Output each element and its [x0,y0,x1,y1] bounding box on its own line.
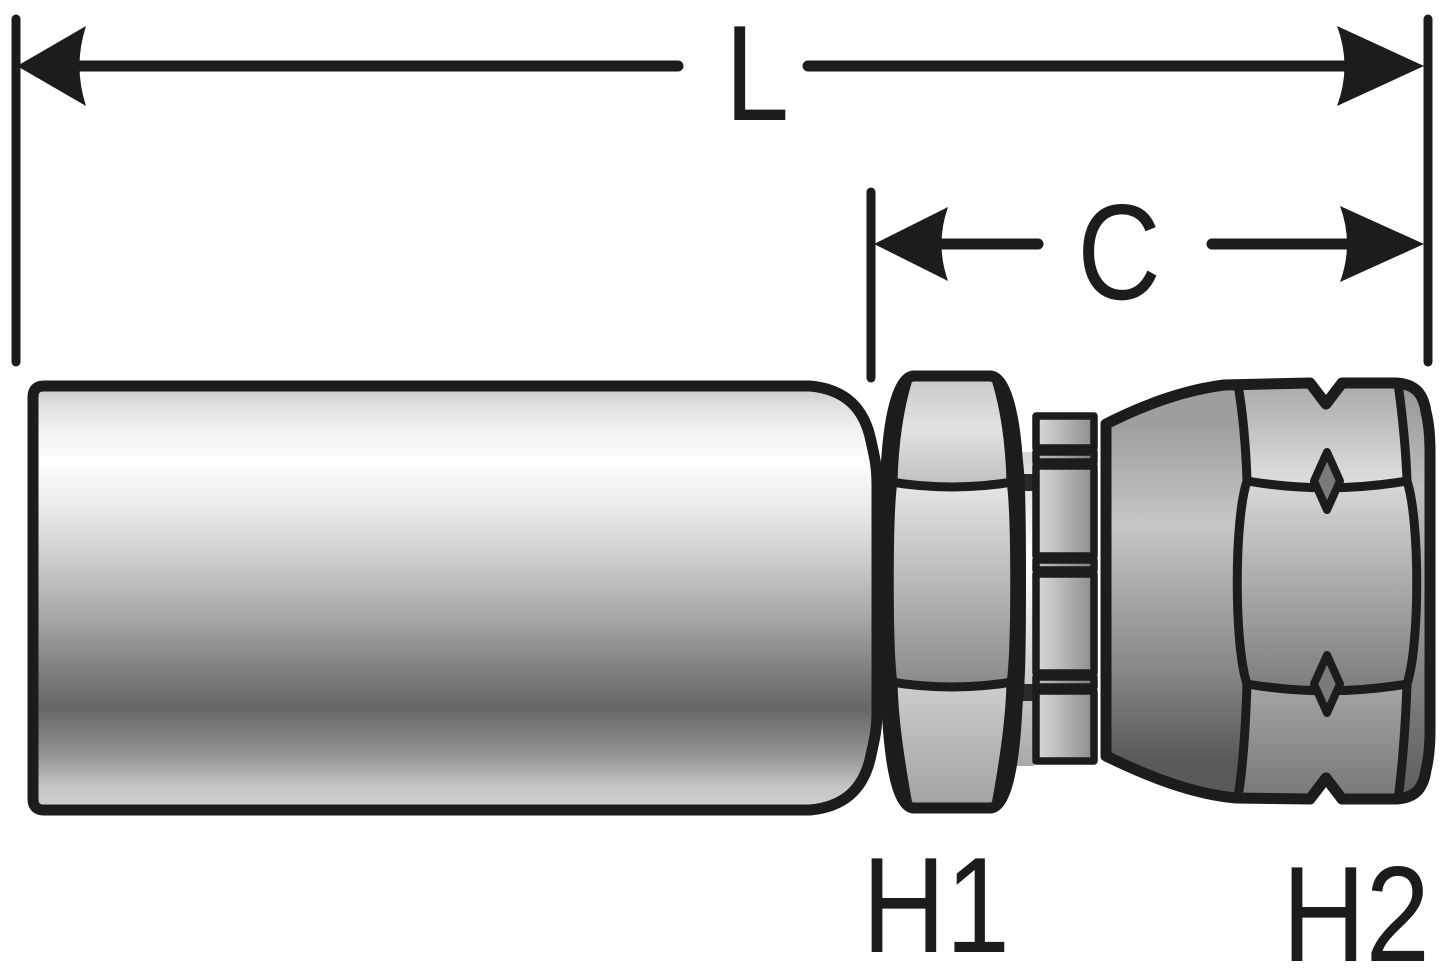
nut-edge-left [884,374,913,810]
notch-diamond-lower-icon [1310,651,1344,717]
crimp-ferrule [27,380,883,816]
thread-band [1032,687,1098,765]
swivel-end-chamfer [1398,383,1430,799]
hex-labels: H1 H2 [862,829,1430,975]
thread-groove [1032,673,1098,691]
label-h2: H2 [1282,838,1430,975]
arrowhead-left-icon [17,26,86,106]
dimension-c: C [866,176,1424,383]
swivel-edge-left [1232,380,1252,802]
nut-facet-bottom [885,681,1019,808]
thread-band [1032,570,1098,677]
nut-facet-top [885,376,1019,487]
dimension-l: L [11,0,1433,367]
swivel-edge-right [1393,378,1422,804]
dim-label-l: L [725,0,789,149]
hex-nut-h1 [878,370,1026,814]
notch-diamond-upper-icon [1310,448,1344,514]
nut-facet-divider-upper [880,476,1024,492]
thread-groove [1032,448,1098,466]
thread-nipple [1032,412,1098,765]
ferrule-body [27,380,883,816]
arrowhead-c-left-icon [874,207,948,281]
swivel-facet-middle [1237,481,1417,690]
thread-band [1032,412,1098,452]
label-h1: H1 [862,829,1010,975]
nut-outline [878,370,1026,814]
swivel-facet-bottom [1238,684,1407,799]
dim-label-c: C [1077,176,1160,328]
nut-edge-right [991,374,1020,810]
swivel-facet-top [1238,383,1407,487]
arrowhead-c-right-icon [1340,206,1424,282]
swivel-outline [1100,377,1436,805]
swivel-nut-h2 [1100,377,1436,805]
nut-facet-divider-lower [880,676,1024,692]
arrowhead-right-icon [1337,26,1424,106]
thread-band [1032,462,1098,560]
thread-groove [1032,556,1098,574]
